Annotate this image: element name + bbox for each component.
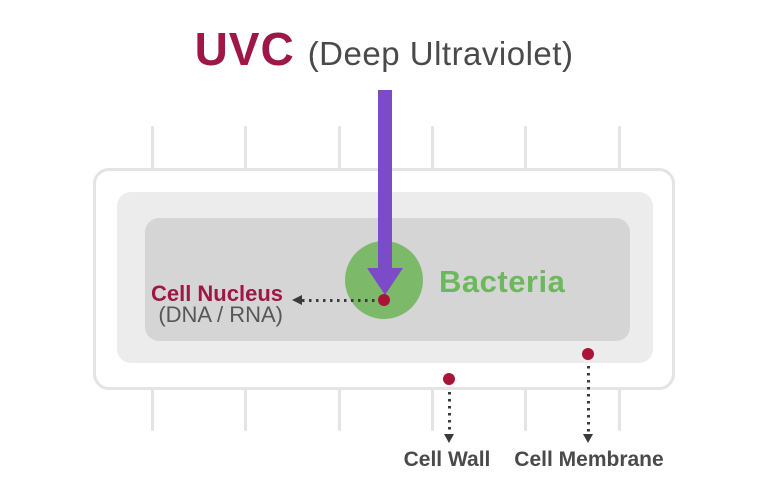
nucleus-connector-line bbox=[302, 299, 378, 302]
uvc-beam-arrow-shaft bbox=[378, 90, 392, 272]
pili-tick-top bbox=[431, 126, 434, 172]
pili-tick-top bbox=[244, 126, 247, 172]
uvc-title: UVC bbox=[194, 23, 295, 75]
cell-wall-connector-line bbox=[448, 392, 451, 434]
pili-tick-top bbox=[524, 126, 527, 172]
cell-wall-marker-dot bbox=[443, 373, 455, 385]
down-arrowhead-icon bbox=[444, 434, 454, 443]
cell-membrane-connector-line bbox=[587, 366, 590, 434]
dna-rna-label: (DNA / RNA) bbox=[158, 302, 283, 327]
pili-tick-top bbox=[338, 126, 341, 172]
pili-tick-bottom bbox=[618, 388, 621, 431]
uvc-subtitle: (Deep Ultraviolet) bbox=[307, 35, 574, 72]
cell-membrane-label: Cell Membrane bbox=[514, 448, 664, 471]
cell-nucleus-label: Cell Nucleus bbox=[150, 281, 283, 306]
cell-wall-label: Cell Wall bbox=[403, 448, 491, 471]
left-arrowhead-icon bbox=[292, 295, 302, 305]
pili-tick-bottom bbox=[524, 388, 527, 431]
pili-tick-bottom bbox=[244, 388, 247, 431]
cell-membrane-marker-dot bbox=[582, 348, 594, 360]
pili-tick-bottom bbox=[338, 388, 341, 431]
pili-tick-bottom bbox=[151, 388, 154, 431]
nucleus-caption: Cell Nucleus (DNA / RNA) bbox=[150, 281, 283, 327]
nucleus-marker-dot bbox=[378, 294, 390, 306]
uvc-beam-arrowhead-icon bbox=[367, 268, 403, 295]
bacteria-label: Bacteria bbox=[439, 264, 566, 299]
pili-tick-top bbox=[151, 126, 154, 172]
down-arrowhead-icon bbox=[583, 434, 593, 443]
pili-tick-top bbox=[618, 126, 621, 172]
pili-tick-bottom bbox=[431, 388, 434, 431]
diagram-title: UVC (Deep Ultraviolet) bbox=[0, 22, 768, 76]
